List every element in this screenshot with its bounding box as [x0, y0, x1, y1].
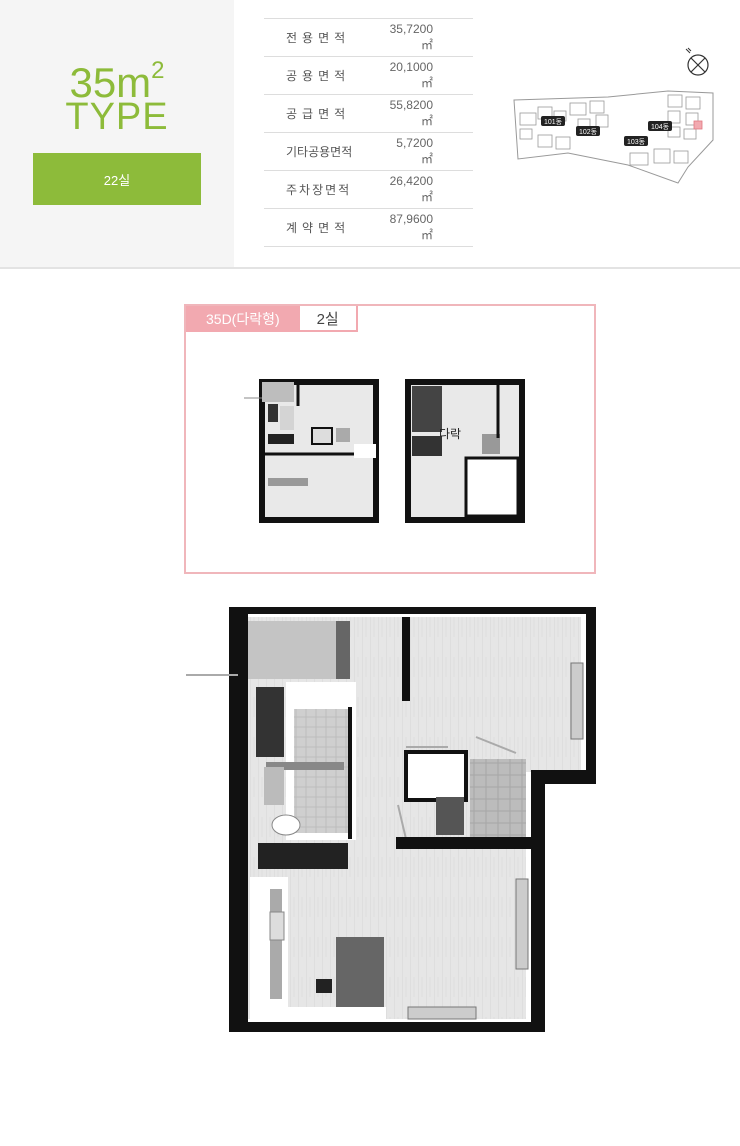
type-word: TYPE: [65, 96, 169, 138]
plan-room-tab: 2실: [299, 306, 358, 332]
area-value: 26,4200㎡: [389, 174, 433, 204]
building-label-104: 104동: [648, 121, 672, 131]
header-section: 35m2 TYPE 22실 전용면적 35,7200㎡ 공용면적 20,1000…: [0, 0, 740, 269]
bath-cabinet: [258, 843, 348, 869]
loft-label: 다락: [439, 427, 461, 441]
building-label-101: 101동: [541, 116, 565, 126]
plan-type-tab: 35D(다락형): [186, 306, 300, 332]
building-label-103: 103동: [624, 136, 648, 146]
mini-floor-plan-loft: 다락: [405, 379, 525, 523]
kitchen-counter-left: [250, 877, 288, 1007]
cooktop: [316, 979, 332, 993]
toilet-icon: [271, 814, 301, 836]
mini-plan-box: 35D(다락형) 2실 다락: [184, 304, 596, 574]
entry-floor: [244, 621, 348, 679]
area-label: 계약면적: [286, 221, 351, 235]
kitchen-island: [336, 937, 384, 1007]
bathroom-floor: [294, 709, 348, 833]
area-label: 공용면적: [286, 69, 351, 83]
area-value: 87,9600㎡: [389, 212, 433, 242]
area-label: 공급면적: [286, 107, 351, 121]
area-value: 35,7200㎡: [389, 22, 433, 52]
area-row: 기타공용면적 5,7200㎡: [264, 133, 473, 171]
svg-text:103동: 103동: [627, 138, 646, 146]
building-label-102: 102동: [576, 126, 600, 136]
svg-text:104동: 104동: [651, 123, 670, 131]
closet-storage: [256, 687, 284, 757]
shoe-cabinet: [436, 797, 464, 835]
area-table: 전용면적 35,7200㎡ 공용면적 20,1000㎡ 공급면적 55,8200…: [264, 18, 473, 247]
building-blocks: [519, 94, 701, 166]
sink-icon: [264, 767, 284, 805]
type-panel: 35m2 TYPE 22실: [0, 0, 234, 267]
area-row: 주차장면적 26,4200㎡: [264, 171, 473, 209]
area-label: 전용면적: [286, 31, 351, 45]
area-value: 20,1000㎡: [389, 60, 433, 90]
wardrobe: [404, 750, 468, 802]
window-south: [407, 1006, 477, 1020]
room-count-badge: 22실: [33, 153, 201, 205]
area-row: 공급면적 55,8200㎡: [264, 95, 473, 133]
area-row: 전용면적 35,7200㎡: [264, 19, 473, 57]
plan-tabs: 35D(다락형) 2실: [186, 306, 358, 332]
area-row: 공용면적 20,1000㎡: [264, 57, 473, 95]
svg-text:101동: 101동: [544, 118, 563, 126]
type-size-heading: 35m2: [69, 57, 165, 106]
main-floor-plan: [186, 607, 596, 1032]
area-label: 기타공용면적: [286, 145, 353, 159]
highlight-unit: [693, 120, 703, 130]
compass-icon: [685, 47, 709, 76]
window-east-upper: [570, 662, 584, 740]
area-value: 5,7200㎡: [396, 136, 433, 166]
area-row: 계약면적 87,9600㎡: [264, 209, 473, 247]
kitchen-sink: [269, 911, 285, 941]
balcony-floor: [470, 759, 526, 841]
area-label: 주차장면적: [286, 183, 352, 197]
window-east-lower: [515, 878, 529, 970]
svg-text:102동: 102동: [579, 128, 598, 136]
site-map: 101동 102동 103동 104동: [513, 47, 714, 184]
area-value: 55,8200㎡: [389, 98, 433, 128]
mini-floor-plan-lower: [244, 379, 379, 523]
